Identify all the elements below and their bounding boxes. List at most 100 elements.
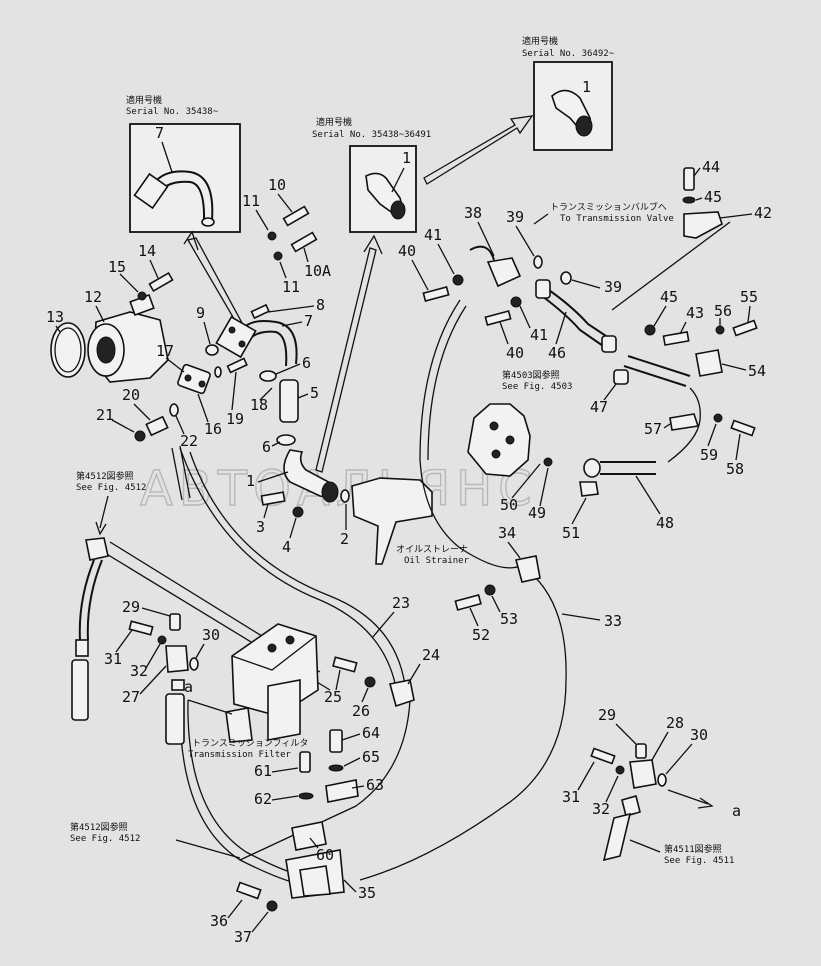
o-ring-13 bbox=[50, 322, 86, 378]
plug-29b bbox=[635, 743, 647, 759]
label-8: 8 bbox=[316, 296, 325, 314]
strainer-label: Oil Strainer bbox=[404, 556, 470, 566]
label-41-top: 41 bbox=[424, 226, 442, 244]
serial-b-jp: 適用号機 bbox=[316, 116, 352, 128]
label-42: 42 bbox=[754, 204, 772, 222]
label-31: 31 bbox=[104, 650, 122, 668]
label-31-right: 31 bbox=[562, 788, 580, 806]
label-28: 28 bbox=[666, 714, 684, 732]
label-40-top: 40 bbox=[398, 242, 416, 260]
fig4512a-label: See Fig. 4512 bbox=[76, 483, 146, 493]
fitting-51 bbox=[579, 481, 599, 497]
label-25: 25 bbox=[324, 688, 342, 706]
label-29: 29 bbox=[122, 598, 140, 616]
plug-20 bbox=[145, 415, 169, 437]
label-45: 45 bbox=[660, 288, 678, 306]
serial-a-text: Serial No. 35438~ bbox=[126, 107, 219, 117]
o-ring-39b bbox=[560, 271, 572, 285]
strainer-assembly bbox=[260, 449, 433, 565]
fig4503-jp: 第4503図参照 bbox=[502, 369, 560, 381]
bolt-58 bbox=[730, 419, 756, 437]
o-ring-22 bbox=[169, 403, 179, 417]
clip-54 bbox=[695, 349, 723, 377]
label-58: 58 bbox=[726, 460, 744, 478]
label-30-right: 30 bbox=[690, 726, 708, 744]
label-49: 49 bbox=[528, 504, 546, 522]
label-30: 30 bbox=[202, 626, 220, 644]
label-56: 56 bbox=[714, 302, 732, 320]
label-6: 6 bbox=[302, 354, 311, 372]
label-2: 2 bbox=[340, 530, 349, 548]
bolt-40a bbox=[422, 286, 450, 302]
to-valve-jp: トランスミッションバルブへ bbox=[550, 201, 667, 213]
label-23: 23 bbox=[392, 594, 410, 612]
ref-a-left: a bbox=[184, 678, 193, 696]
transmission-valve-body bbox=[467, 387, 756, 497]
washer-59 bbox=[713, 413, 723, 423]
filter-label: Transmission Filter bbox=[188, 750, 292, 760]
clamp-6 bbox=[259, 370, 277, 382]
filter-jp: トランスミッションフィルタ bbox=[192, 738, 308, 749]
pipe-left-4512 bbox=[71, 537, 109, 721]
arrow-inset-b bbox=[315, 247, 377, 473]
fitting-group-left bbox=[128, 613, 199, 745]
o-ring-2 bbox=[340, 489, 350, 503]
label-22: 22 bbox=[180, 432, 198, 450]
label-11: 11 bbox=[282, 278, 300, 296]
label-65: 65 bbox=[362, 748, 380, 766]
label-21: 21 bbox=[96, 406, 114, 424]
hose-38 bbox=[469, 245, 495, 261]
label-24: 24 bbox=[422, 646, 440, 664]
strainer-jp: オイルストレーナ bbox=[396, 544, 468, 555]
label-6b: 6 bbox=[262, 438, 271, 456]
label-7-inset: 7 bbox=[155, 124, 164, 142]
washer-45b bbox=[644, 324, 656, 336]
label-17: 17 bbox=[156, 342, 174, 360]
bolt-44 bbox=[683, 167, 695, 191]
washer-62 bbox=[298, 792, 314, 800]
fitting-group-mid bbox=[332, 656, 415, 708]
o-ring-30a bbox=[189, 657, 199, 671]
label-1-lower: 1 bbox=[246, 472, 255, 490]
bolt-31a bbox=[128, 620, 154, 636]
label-52: 52 bbox=[472, 626, 490, 644]
flange-inset-a bbox=[133, 172, 169, 210]
label-47: 47 bbox=[590, 398, 608, 416]
hose-route-valve bbox=[419, 299, 521, 569]
label-1-inset-b: 1 bbox=[402, 149, 411, 167]
bolt-25 bbox=[332, 656, 358, 673]
bolt-43 bbox=[662, 331, 690, 346]
label-44: 44 bbox=[702, 158, 720, 176]
bolt-3 bbox=[260, 491, 286, 506]
label-63: 63 bbox=[366, 776, 384, 794]
bolt-36 bbox=[235, 881, 262, 900]
washer-11a bbox=[267, 231, 277, 241]
fig4503-label: See Fig. 4503 bbox=[502, 382, 572, 392]
label-1-inset-c: 1 bbox=[582, 78, 591, 96]
washer-53 bbox=[484, 584, 496, 596]
bolt-40b bbox=[484, 310, 512, 326]
label-18: 18 bbox=[250, 396, 268, 414]
label-60: 60 bbox=[316, 846, 334, 864]
label-41: 41 bbox=[530, 326, 548, 344]
label-5: 5 bbox=[310, 384, 319, 402]
hose-5 bbox=[279, 379, 299, 423]
transmission-filter bbox=[225, 623, 319, 743]
label-64: 64 bbox=[362, 724, 380, 742]
o-ring-30b bbox=[657, 773, 667, 787]
label-50: 50 bbox=[500, 496, 518, 514]
bolt-52 bbox=[454, 594, 482, 611]
label-36: 36 bbox=[210, 912, 228, 930]
connector-57 bbox=[669, 413, 700, 431]
clamp-6b bbox=[276, 434, 296, 446]
fig4512b-jp: 第4512図参照 bbox=[70, 821, 128, 833]
label-54: 54 bbox=[748, 362, 766, 380]
block-28 bbox=[629, 759, 657, 789]
label-3: 3 bbox=[256, 518, 265, 536]
washer-32a bbox=[157, 635, 167, 645]
pump-fittings bbox=[134, 357, 299, 446]
label-57: 57 bbox=[644, 420, 662, 438]
label-62: 62 bbox=[254, 790, 272, 808]
washer-37 bbox=[266, 900, 278, 912]
